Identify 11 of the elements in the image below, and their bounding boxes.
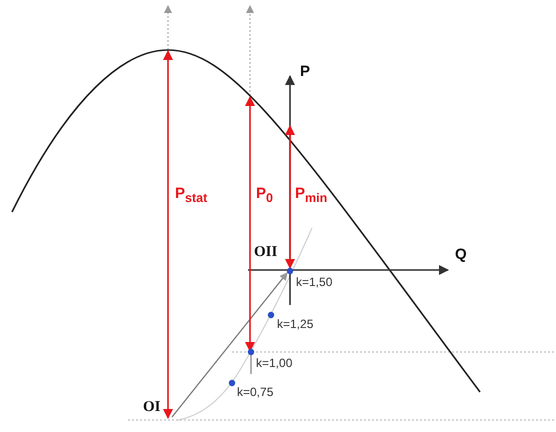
axis-label: Q — [455, 247, 467, 262]
point-label: OI — [143, 400, 161, 415]
dimension-label: P$_{0}$ — [256, 186, 273, 204]
dimension-label: P$_{stat}$ — [175, 186, 208, 204]
point-label: k=1,25 — [277, 318, 314, 330]
axis-label: P — [300, 64, 310, 79]
point-label: k=1,00 — [256, 357, 292, 369]
point-label: OII — [254, 245, 278, 260]
point-label: k=0,75 — [237, 386, 274, 398]
dimension-label: P$_{min}$ — [295, 186, 328, 204]
point-label: k=1,50 — [296, 276, 332, 288]
